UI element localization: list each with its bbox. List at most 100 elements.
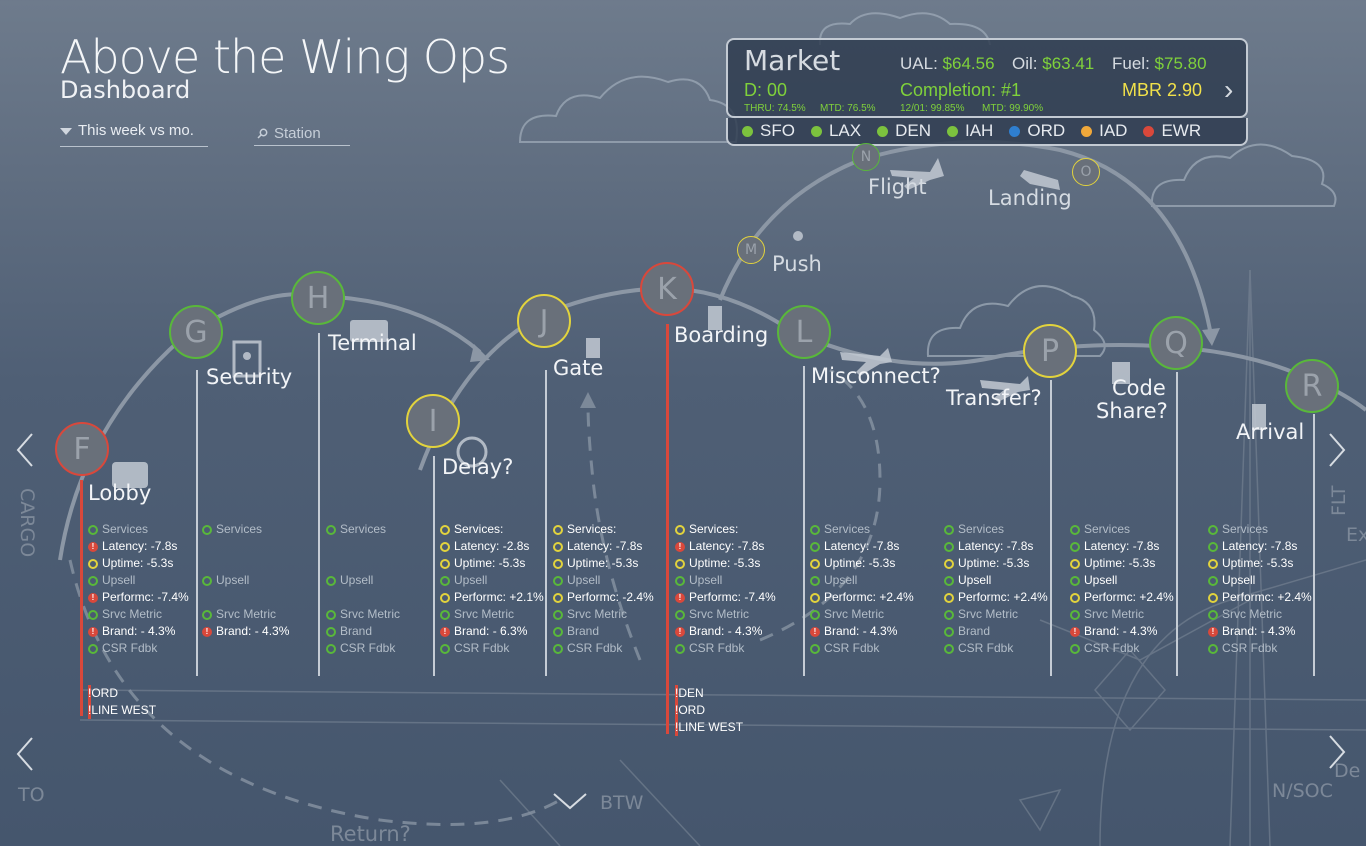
- metric-row[interactable]: Services: [326, 521, 400, 538]
- metric-row[interactable]: Srvc Metric: [810, 606, 914, 623]
- metric-row[interactable]: CSR Fdbk: [675, 640, 776, 657]
- station-ord[interactable]: ORD: [1009, 121, 1065, 141]
- metric-row[interactable]: Latency: -7.8s: [1070, 538, 1174, 555]
- alert-item[interactable]: !LINE WEST: [675, 719, 743, 736]
- stage-node-j[interactable]: J: [517, 294, 571, 348]
- metric-row[interactable]: Upsell: [202, 572, 289, 589]
- metric-row[interactable]: CSR Fdbk: [1070, 640, 1174, 657]
- stage-node-g[interactable]: G: [169, 305, 223, 359]
- stage-node-n[interactable]: N: [852, 143, 880, 171]
- metric-row[interactable]: Latency: -7.8s: [944, 538, 1048, 555]
- metric-row[interactable]: Uptime: -5.3s: [675, 555, 776, 572]
- metric-row[interactable]: Performc: +2.4%: [810, 589, 914, 606]
- metric-row[interactable]: Srvc Metric: [944, 606, 1048, 623]
- metric-row[interactable]: CSR Fdbk: [326, 640, 400, 657]
- metric-row[interactable]: !Brand: - 6.3%: [440, 623, 544, 640]
- metric-row[interactable]: Upsell: [675, 572, 776, 589]
- metric-row[interactable]: Srvc Metric: [326, 606, 400, 623]
- metric-row[interactable]: Latency: -7.8s: [1208, 538, 1312, 555]
- metric-row[interactable]: Upsell: [944, 572, 1048, 589]
- metric-row[interactable]: Performc: -2.4%: [553, 589, 654, 606]
- metric-row[interactable]: Srvc Metric: [553, 606, 654, 623]
- stage-node-k[interactable]: K: [640, 262, 694, 316]
- station-iad[interactable]: IAD: [1081, 121, 1127, 141]
- metric-row[interactable]: !Brand: - 4.3%: [88, 623, 189, 640]
- metric-row[interactable]: Srvc Metric: [1208, 606, 1312, 623]
- metric-row[interactable]: !Brand: - 4.3%: [675, 623, 776, 640]
- metric-row[interactable]: !Brand: - 4.3%: [202, 623, 289, 640]
- metric-row[interactable]: Latency: -2.8s: [440, 538, 544, 555]
- stage-node-r[interactable]: R: [1285, 359, 1339, 413]
- metric-row[interactable]: Upsell: [326, 572, 400, 589]
- metric-row[interactable]: Uptime: -5.3s: [440, 555, 544, 572]
- metric-row[interactable]: Uptime: -5.3s: [1208, 555, 1312, 572]
- nav-right-upper-button[interactable]: [1328, 432, 1346, 468]
- metric-row[interactable]: Performc: +2.4%: [1070, 589, 1174, 606]
- metric-row[interactable]: Services: [1208, 521, 1312, 538]
- station-iah[interactable]: IAH: [947, 121, 993, 141]
- alert-item[interactable]: !ORD: [675, 702, 743, 719]
- station-sfo[interactable]: SFO: [742, 121, 795, 141]
- market-next-button[interactable]: ›: [1224, 74, 1234, 105]
- metric-row[interactable]: Brand: [326, 623, 400, 640]
- metric-row[interactable]: !Performc: -7.4%: [88, 589, 189, 606]
- stage-node-l[interactable]: L: [777, 305, 831, 359]
- metric-row[interactable]: !Brand: - 4.3%: [810, 623, 914, 640]
- stage-node-m[interactable]: M: [737, 236, 765, 264]
- stage-node-p[interactable]: P: [1023, 324, 1077, 378]
- metric-row[interactable]: !Latency: -7.8s: [675, 538, 776, 555]
- stage-node-o[interactable]: O: [1072, 158, 1100, 186]
- period-filter-dropdown[interactable]: This week vs mo.: [60, 122, 208, 147]
- metric-row[interactable]: Uptime: -5.3s: [1070, 555, 1174, 572]
- stage-node-i[interactable]: I: [406, 394, 460, 448]
- nav-left-upper-button[interactable]: [16, 432, 34, 468]
- metric-row[interactable]: Latency: -7.8s: [810, 538, 914, 555]
- metric-row[interactable]: !Latency: -7.8s: [88, 538, 189, 555]
- metric-row[interactable]: Srvc Metric: [440, 606, 544, 623]
- metric-row[interactable]: !Brand: - 4.3%: [1070, 623, 1174, 640]
- metric-row[interactable]: Services:: [440, 521, 544, 538]
- alert-item[interactable]: !DEN: [675, 685, 743, 702]
- nav-down-button[interactable]: [552, 792, 588, 810]
- metric-row[interactable]: CSR Fdbk: [810, 640, 914, 657]
- metric-row[interactable]: Services: [202, 521, 289, 538]
- stage-node-q[interactable]: Q: [1149, 316, 1203, 370]
- metric-row[interactable]: Performc: +2.1%: [440, 589, 544, 606]
- station-den[interactable]: DEN: [877, 121, 931, 141]
- metric-row[interactable]: Services: [88, 521, 189, 538]
- metric-row[interactable]: Services:: [675, 521, 776, 538]
- metric-row[interactable]: !Brand: - 4.3%: [1208, 623, 1312, 640]
- station-search-input[interactable]: [254, 122, 350, 146]
- metric-row[interactable]: CSR Fdbk: [1208, 640, 1312, 657]
- stage-node-f[interactable]: F: [55, 422, 109, 476]
- metric-row[interactable]: CSR Fdbk: [88, 640, 189, 657]
- metric-row[interactable]: Upsell: [88, 572, 189, 589]
- metric-row[interactable]: Latency: -7.8s: [553, 538, 654, 555]
- metric-row[interactable]: Services: [944, 521, 1048, 538]
- metric-row[interactable]: Upsell: [440, 572, 544, 589]
- nav-left-lower-button[interactable]: [16, 736, 34, 772]
- alert-item[interactable]: !ORD: [88, 685, 156, 702]
- metric-row[interactable]: Uptime: -5.3s: [553, 555, 654, 572]
- metric-row[interactable]: Upsell: [1208, 572, 1312, 589]
- metric-row[interactable]: Uptime: -5.3s: [944, 555, 1048, 572]
- metric-row[interactable]: Services: [810, 521, 914, 538]
- nav-right-lower-button[interactable]: [1328, 734, 1346, 770]
- metric-row[interactable]: Uptime: -5.3s: [88, 555, 189, 572]
- metric-row[interactable]: Services:: [553, 521, 654, 538]
- metric-row[interactable]: Srvc Metric: [88, 606, 189, 623]
- alert-item[interactable]: !LINE WEST: [88, 702, 156, 719]
- metric-row[interactable]: Upsell: [810, 572, 914, 589]
- metric-row[interactable]: CSR Fdbk: [944, 640, 1048, 657]
- station-ewr[interactable]: EWR: [1143, 121, 1201, 141]
- metric-row[interactable]: CSR Fdbk: [553, 640, 654, 657]
- metric-row[interactable]: Services: [1070, 521, 1174, 538]
- station-lax[interactable]: LAX: [810, 121, 861, 141]
- metric-row[interactable]: Srvc Metric: [1070, 606, 1174, 623]
- metric-row[interactable]: Srvc Metric: [675, 606, 776, 623]
- metric-row[interactable]: Performc: +2.4%: [944, 589, 1048, 606]
- metric-row[interactable]: !Performc: -7.4%: [675, 589, 776, 606]
- metric-row[interactable]: Srvc Metric: [202, 606, 289, 623]
- metric-row[interactable]: CSR Fdbk: [440, 640, 544, 657]
- metric-row[interactable]: Uptime: -5.3s: [810, 555, 914, 572]
